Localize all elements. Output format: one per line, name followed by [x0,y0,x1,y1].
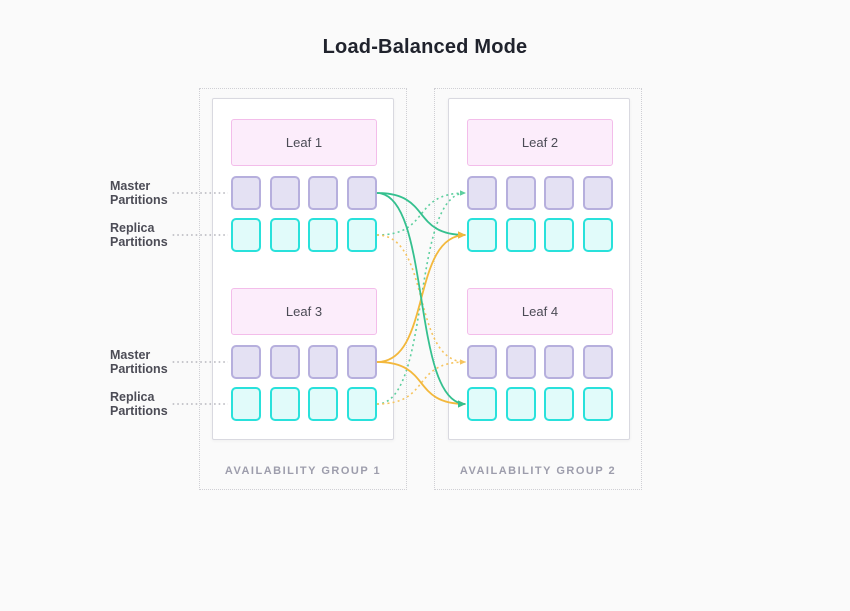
availability-group-2-label: AVAILABILITY GROUP 2 [459,465,617,477]
label-line: Partitions [110,404,168,418]
leaf1-box: Leaf 1 [231,119,377,166]
leaf4-box: Leaf 4 [467,288,613,335]
master-partition-square [308,345,339,379]
label-line: Replica [110,221,155,235]
master-partitions-label: Master Partitions [110,348,168,376]
label-line: Partitions [110,193,168,207]
master-partition-square [346,176,377,210]
replica-partition-square [231,218,261,252]
master-partition-square [544,176,575,210]
replica-partition-square [467,218,497,252]
master-partition-square [467,345,497,379]
master-partition-square [346,345,377,379]
master-partition-square [308,176,339,210]
leaf4-replica-partitions-row [467,387,613,421]
replica-partitions-label: Replica Partitions [110,221,168,249]
availability-group-1-card: Leaf 1 Leaf 3 [212,98,394,440]
leaf2-box: Leaf 2 [467,119,613,166]
leaf4-master-partitions-row [467,345,613,379]
leaf1-replica-partitions-row [231,218,377,252]
replica-partition-square [269,218,300,252]
master-partition-square [269,345,300,379]
master-partition-square [582,345,613,379]
replica-partition-square [467,387,497,421]
master-partition-square [582,176,613,210]
replica-partition-square [308,387,339,421]
replica-partition-square [582,387,613,421]
master-partition-square [505,345,536,379]
replica-partition-square [544,387,575,421]
replica-partition-square [505,387,536,421]
label-line: Partitions [110,235,168,249]
leaf2-master-partitions-row [467,176,613,210]
availability-group-2-card: Leaf 2 Leaf 4 [448,98,630,440]
replica-partition-square [582,218,613,252]
master-partition-square [467,176,497,210]
master-partition-square [231,345,261,379]
replica-partition-square [308,218,339,252]
replica-partitions-label: Replica Partitions [110,390,168,418]
master-partition-square [269,176,300,210]
label-line: Partitions [110,362,168,376]
label-line: Replica [110,390,155,404]
replica-partition-square [346,387,377,421]
replica-partition-square [231,387,261,421]
label-line: Master [110,179,151,193]
leaf3-box: Leaf 3 [231,288,377,335]
availability-group-1-label: AVAILABILITY GROUP 1 [224,465,382,477]
leaf2-replica-partitions-row [467,218,613,252]
master-partition-square [544,345,575,379]
leaf1-master-partitions-row [231,176,377,210]
leaf3-master-partitions-row [231,345,377,379]
replica-partition-square [544,218,575,252]
leaf3-replica-partitions-row [231,387,377,421]
master-partitions-label: Master Partitions [110,179,168,207]
diagram-title: Load-Balanced Mode [322,36,528,58]
master-partition-square [231,176,261,210]
replica-partition-square [269,387,300,421]
replica-partition-square [505,218,536,252]
replica-partition-square [346,218,377,252]
master-partition-square [505,176,536,210]
label-line: Master [110,348,151,362]
